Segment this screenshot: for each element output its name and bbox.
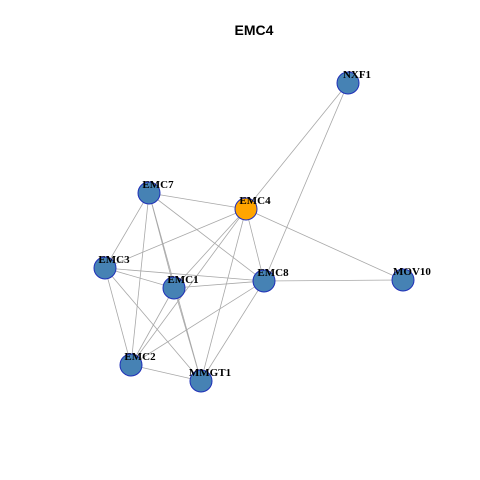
edge-emc3-emc8 <box>104 267 265 282</box>
node-label-emc4: EMC4 <box>239 195 271 207</box>
edge-emc4-emc3 <box>104 208 247 269</box>
node-label-mmgt1: MMGT1 <box>189 367 231 379</box>
edge-emc4-mov10 <box>245 208 404 281</box>
node-label-nxf1: NXF1 <box>343 69 371 81</box>
node-label-emc7: EMC7 <box>142 179 174 191</box>
edge-emc3-emc1 <box>104 267 175 289</box>
graph-title: EMC4 <box>235 22 274 38</box>
node-label-emc2: EMC2 <box>124 351 156 363</box>
edge-emc4-emc8 <box>245 208 265 282</box>
edge-nxf1-emc8 <box>263 82 349 282</box>
edge-emc4-mmgt1 <box>200 208 247 382</box>
edge-emc8-mmgt1 <box>200 280 265 382</box>
node-mmgt1 <box>189 369 213 393</box>
edge-emc1-mmgt1 <box>173 287 202 382</box>
edge-emc3-emc2 <box>104 267 132 366</box>
edge-emc8-emc2 <box>130 280 265 366</box>
node-nxf1 <box>336 71 360 95</box>
edge-emc3-mmgt1 <box>104 267 202 382</box>
edge-emc7-emc8 <box>148 192 265 282</box>
edge-emc1-emc8 <box>173 280 265 289</box>
node-label-emc1: EMC1 <box>167 274 198 286</box>
edge-emc4-emc7 <box>148 192 247 210</box>
edge-emc7-emc3 <box>104 192 150 269</box>
edge-nxf1-emc4 <box>245 82 349 210</box>
node-emc1 <box>162 276 186 300</box>
node-label-emc3: EMC3 <box>98 254 130 266</box>
edge-emc8-mov10 <box>263 279 404 282</box>
node-emc2 <box>119 353 143 377</box>
edge-emc7-emc2 <box>130 192 150 366</box>
node-emc7 <box>137 181 161 205</box>
node-label-mov10: MOV10 <box>393 266 431 278</box>
node-emc3 <box>93 256 117 280</box>
node-mov10 <box>391 268 415 292</box>
edge-emc1-emc2 <box>130 287 175 366</box>
node-label-emc8: EMC8 <box>257 267 289 279</box>
node-emc4 <box>234 197 258 221</box>
edge-emc2-mmgt1 <box>130 364 202 382</box>
node-emc8 <box>252 269 276 293</box>
